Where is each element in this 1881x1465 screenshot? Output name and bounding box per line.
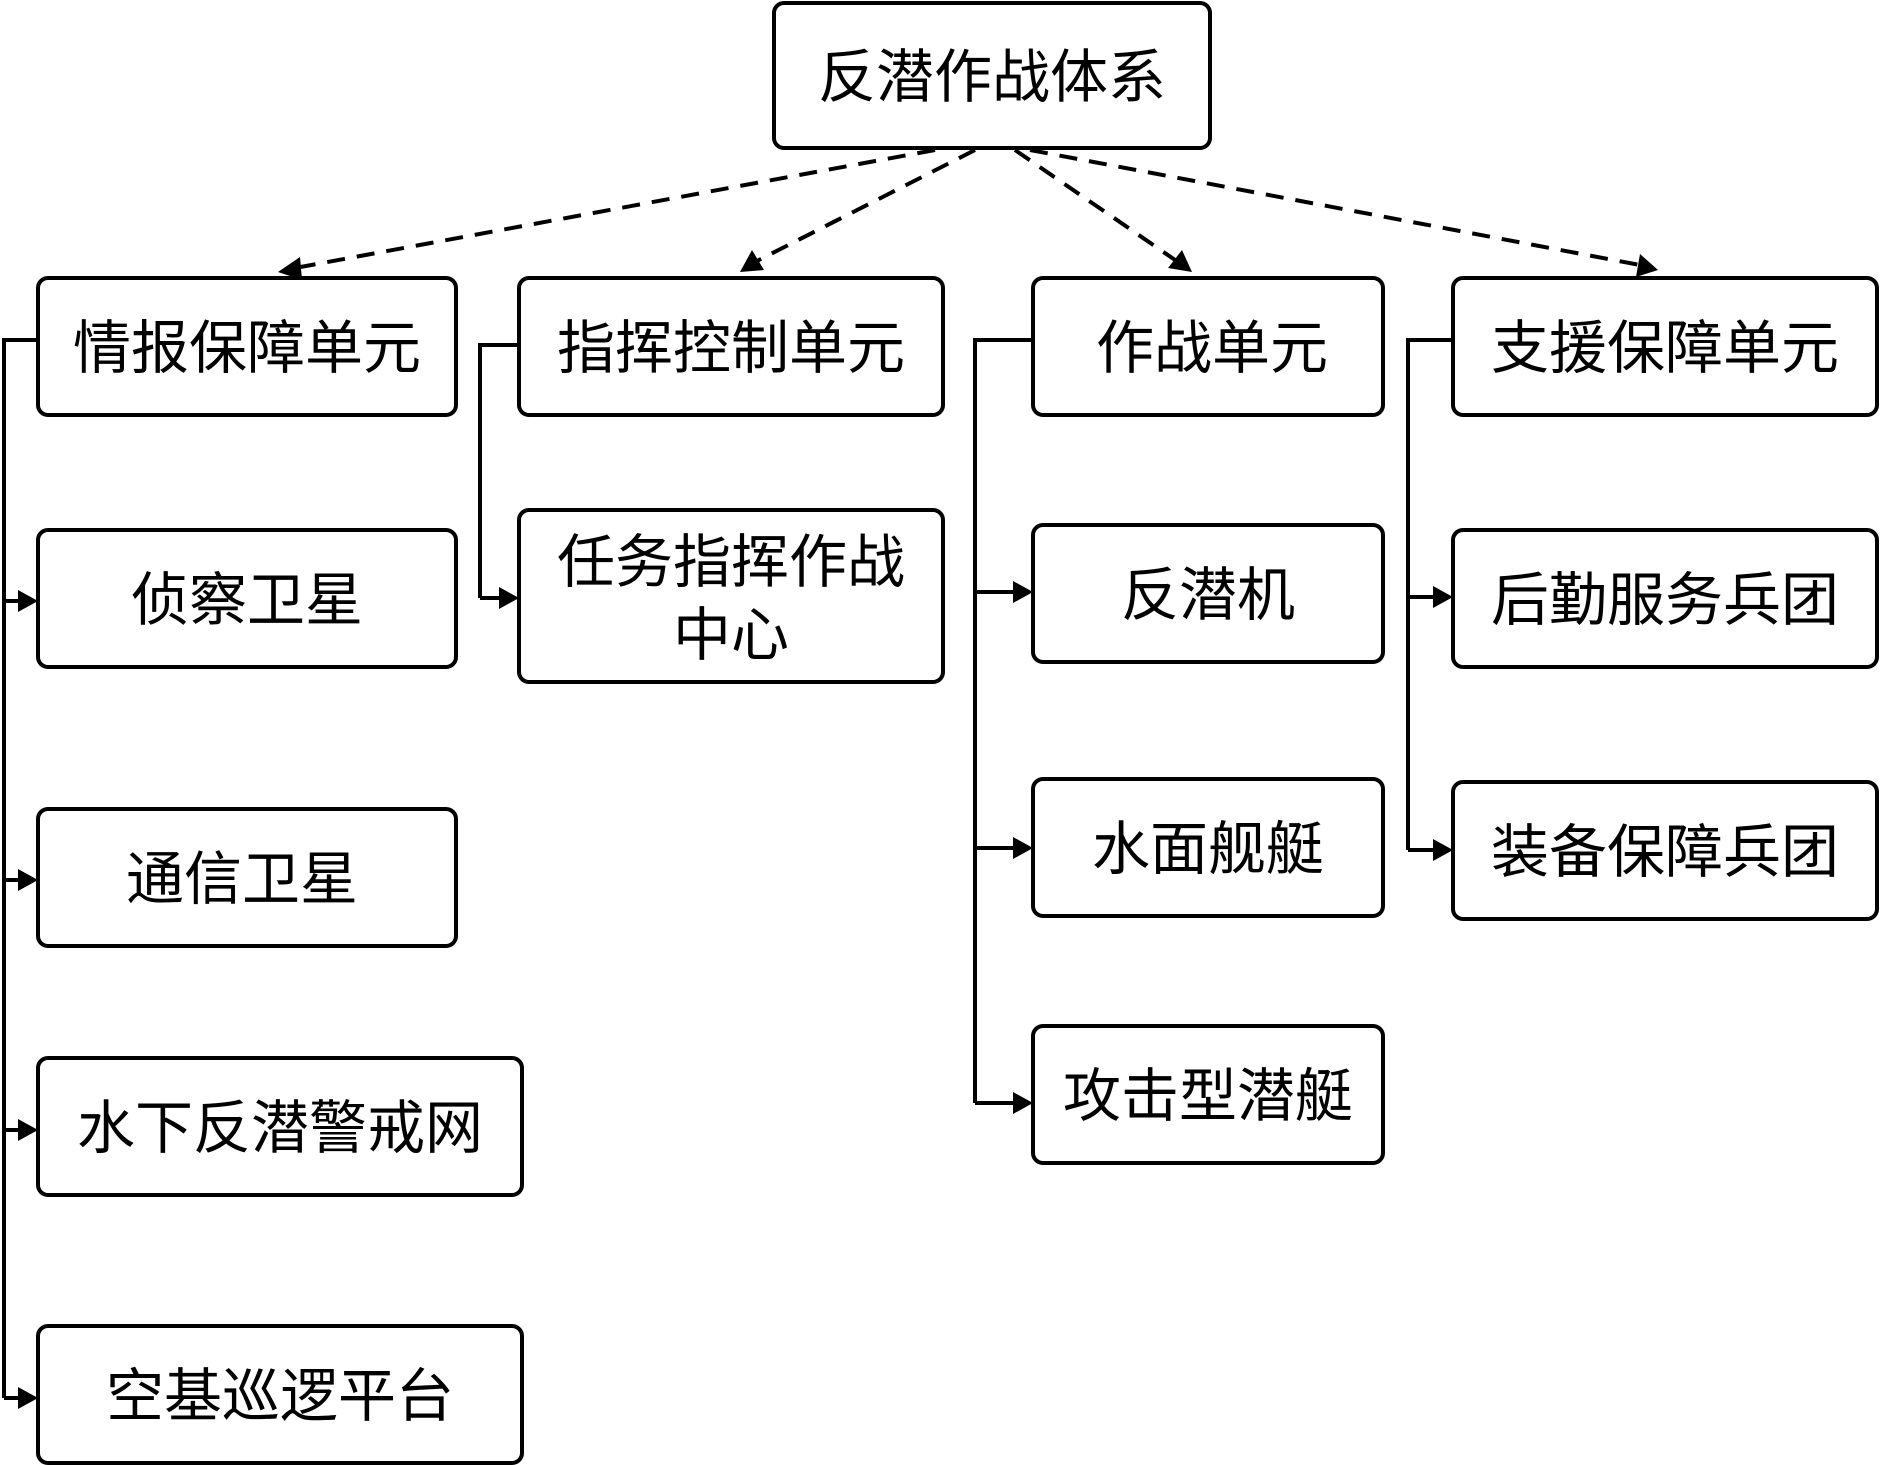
dashed-connector-combat bbox=[1013, 148, 1180, 264]
unit-intel: 情报保障单元 bbox=[2, 276, 458, 1398]
root-connectors bbox=[278, 148, 1658, 280]
support-child-1: 后勤服务兵团 bbox=[1408, 528, 1879, 669]
dashed-connector-support bbox=[1029, 148, 1641, 267]
child-label-attack-submarine: 攻击型潜艇 bbox=[1063, 1062, 1353, 1130]
child-label-asw-aircraft: 反潜机 bbox=[1121, 561, 1295, 629]
child-label-surface-ships: 水面舰艇 bbox=[1092, 815, 1324, 883]
child-label-mission-center-line2: 中心 bbox=[673, 601, 789, 669]
combat-child-3: 攻击型潜艇 bbox=[975, 1024, 1385, 1165]
arrowhead-combat bbox=[1168, 250, 1192, 272]
arrowhead-support-child-1 bbox=[1433, 586, 1453, 608]
arrowhead-command bbox=[740, 250, 764, 272]
arrowhead-support-child-2 bbox=[1433, 839, 1453, 861]
combat-bracket-line bbox=[973, 338, 1033, 1103]
arrowhead-combat-child-2 bbox=[1013, 837, 1033, 859]
intel-bracket-line bbox=[2, 338, 38, 1398]
intel-child-3: 水下反潜警戒网 bbox=[4, 1056, 524, 1197]
support-child-2: 装备保障兵团 bbox=[1408, 780, 1879, 921]
unit-command: 指挥控制单元 bbox=[478, 276, 945, 598]
command-child-1: 任务指挥作战 中心 bbox=[480, 508, 945, 684]
combat-child-2: 水面舰艇 bbox=[975, 777, 1385, 918]
unit-combat: 作战单元 bbox=[973, 276, 1385, 1103]
child-label-air-patrol: 空基巡逻平台 bbox=[106, 1362, 454, 1430]
arrowhead-intel bbox=[278, 257, 302, 280]
arrowhead-combat-child-3 bbox=[1013, 1092, 1033, 1114]
unit-support: 支援保障单元 bbox=[1406, 276, 1879, 850]
command-bracket-line bbox=[478, 343, 519, 598]
dashed-connector-intel bbox=[294, 148, 936, 270]
child-label-recon-satellite: 侦察卫星 bbox=[131, 566, 363, 634]
child-label-mission-center-line1: 任务指挥作战 bbox=[557, 528, 905, 596]
root-node: 反潜作战体系 bbox=[772, 1, 1212, 150]
unit-label-intel: 情报保障单元 bbox=[73, 314, 421, 382]
arrowhead-combat-child-1 bbox=[1013, 581, 1033, 603]
combat-child-1: 反潜机 bbox=[975, 523, 1385, 664]
unit-label-command: 指挥控制单元 bbox=[557, 314, 905, 382]
intel-child-4: 空基巡逻平台 bbox=[4, 1324, 524, 1465]
dashed-connector-command bbox=[754, 148, 976, 264]
arrowhead-intel-child-1 bbox=[18, 590, 38, 612]
arrowhead-command-child-1 bbox=[499, 587, 519, 609]
arrowhead-intel-child-3 bbox=[18, 1119, 38, 1141]
intel-child-2: 通信卫星 bbox=[4, 807, 458, 948]
child-label-comm-satellite: 通信卫星 bbox=[126, 845, 358, 913]
child-label-underwater-net: 水下反潜警戒网 bbox=[77, 1094, 483, 1162]
child-label-logistics-corps: 后勤服务兵团 bbox=[1491, 566, 1839, 634]
arrowhead-support bbox=[1636, 254, 1658, 277]
root-label: 反潜作战体系 bbox=[818, 43, 1166, 111]
unit-label-combat: 作战单元 bbox=[1096, 314, 1328, 382]
arrowhead-intel-child-2 bbox=[18, 869, 38, 891]
child-label-equipment-corps: 装备保障兵团 bbox=[1491, 818, 1839, 886]
intel-child-1: 侦察卫星 bbox=[4, 528, 458, 669]
support-bracket-line bbox=[1406, 338, 1453, 850]
arrowhead-intel-child-4 bbox=[18, 1387, 38, 1409]
unit-label-support: 支援保障单元 bbox=[1491, 314, 1839, 382]
